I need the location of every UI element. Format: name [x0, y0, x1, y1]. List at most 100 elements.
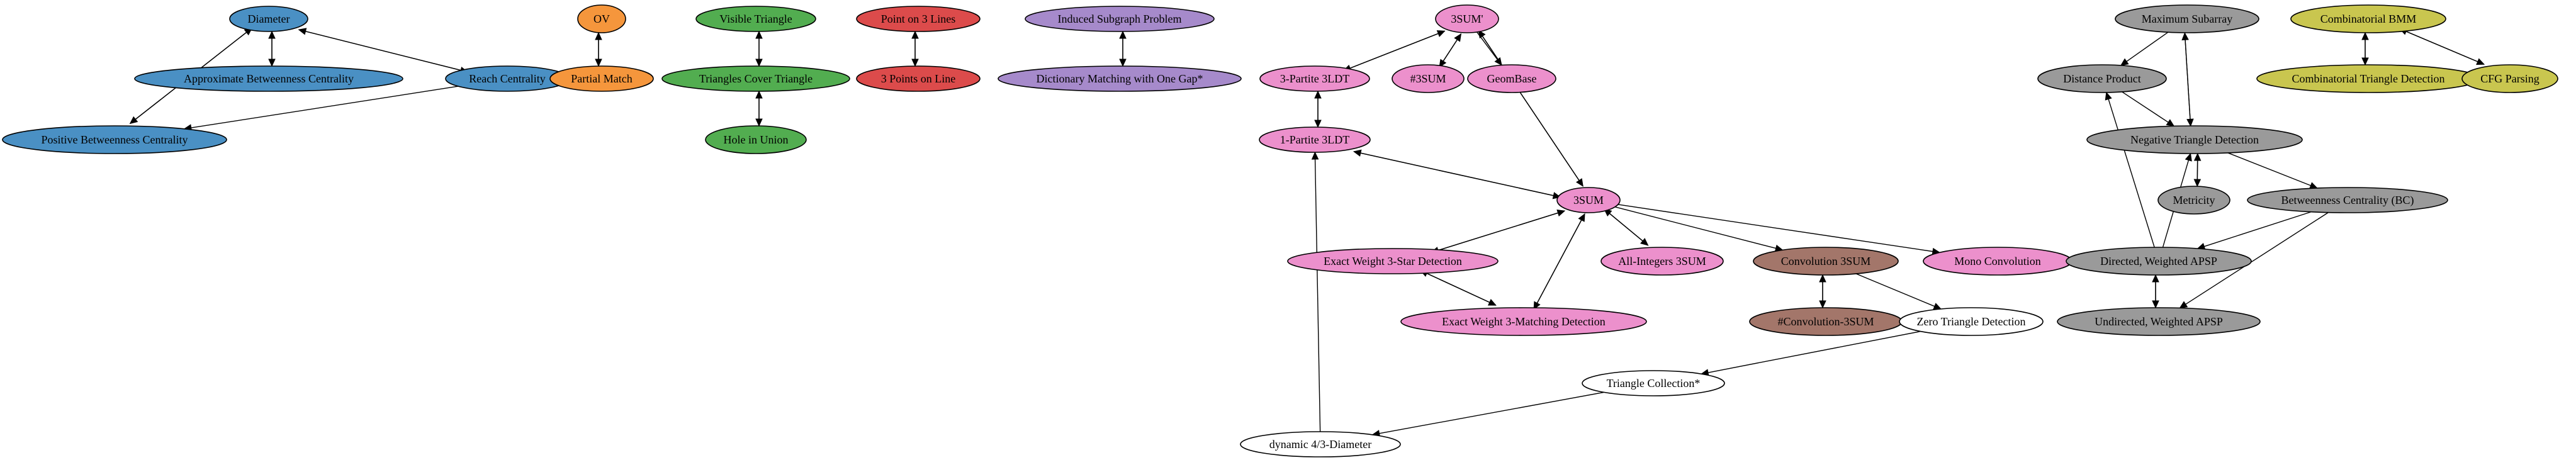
edge-exact_3matching-to-threesum	[1533, 220, 1582, 310]
arrowhead-one_partite_3ldt-to-three_partite_3ldt	[1314, 90, 1322, 99]
edges-layer	[129, 27, 2485, 437]
node-cfg_parsing: CFG Parsing	[2461, 64, 2558, 93]
node-ellipse	[1400, 307, 1647, 336]
arrowhead-exact_3matching-to-threesum	[1578, 213, 1585, 222]
arrowhead-dict_matching-to-induced_subgraph	[1119, 30, 1127, 39]
node-ellipse	[1582, 370, 1725, 396]
node-label: Negative Triangle Detection	[2130, 133, 2259, 146]
node-betweenness_bc: Betweenness Centrality (BC)	[2247, 187, 2448, 213]
edge-neg_triangle-to-betweenness_bc	[2227, 152, 2311, 186]
edge-threesum-to-convolution_3sum	[1614, 206, 1776, 249]
node-ellipse	[1259, 126, 1371, 153]
node-ellipse	[856, 65, 981, 92]
node-label: OV	[593, 13, 610, 25]
node-label: Mono Convolution	[1954, 255, 2041, 267]
node-induced_subgraph: Induced Subgraph Problem	[1025, 6, 1215, 32]
node-ellipse	[2, 125, 227, 154]
node-label: 1-Partite 3LDT	[1280, 133, 1349, 146]
node-diameter: Diameter	[229, 6, 308, 32]
edge-neg_triangle-to-max_subarray	[2185, 40, 2191, 126]
node-ellipse	[1025, 6, 1215, 32]
node-undirected_apsp: Undirected, Weighted APSP	[2057, 307, 2261, 336]
node-label: 3 Points on Line	[881, 72, 956, 85]
arrowhead-dynamic_diameter-to-one_partite_3ldt	[1311, 151, 1319, 160]
arrowhead-three_partite_3ldt-to-threesum_prime	[1436, 30, 1446, 37]
node-label: Diameter	[248, 13, 290, 25]
edge-max_subarray-to-distance_product	[2126, 31, 2169, 62]
node-exact_3star: Exact Weight 3-Star Detection	[1287, 248, 1499, 274]
node-ellipse	[1392, 64, 1465, 93]
arrowhead-reach_centrality-to-diameter	[298, 28, 307, 35]
node-zero_triangle: Zero Triangle Detection	[1899, 307, 2044, 336]
node-ellipse	[2461, 64, 2558, 93]
node-ellipse	[2037, 64, 2167, 93]
node-label: GeomBase	[1487, 72, 1537, 85]
node-ellipse	[577, 4, 626, 33]
node-ellipse	[229, 6, 308, 32]
node-ellipse	[2115, 4, 2259, 33]
node-label: Combinatorial Triangle Detection	[2292, 72, 2445, 85]
arrowhead-approx_bc-to-diameter	[268, 30, 276, 39]
node-label: Metricity	[2173, 194, 2215, 206]
node-ellipse	[2086, 125, 2303, 154]
node-label: Exact Weight 3-Star Detection	[1324, 255, 1462, 267]
arrowhead-metricity-to-neg_triangle	[2193, 152, 2202, 161]
node-threesum: 3SUM	[1556, 187, 1621, 213]
node-ellipse	[1556, 187, 1621, 213]
node-dict_matching: Dictionary Matching with One Gap*	[998, 65, 1242, 92]
node-label: 3-Partite 3LDT	[1280, 72, 1349, 85]
node-ellipse	[2066, 247, 2252, 276]
node-ellipse	[1467, 64, 1556, 93]
node-ellipse	[2290, 4, 2446, 33]
node-label: Dictionary Matching with One Gap*	[1037, 72, 1203, 85]
node-label: dynamic 4/3-Diameter	[1269, 438, 1371, 451]
node-label: Point on 3 Lines	[881, 13, 956, 25]
edge-sharp_3sum-to-threesum_prime	[1439, 39, 1458, 67]
edge-exact_3star-to-threesum	[1431, 212, 1558, 253]
node-ellipse	[695, 6, 816, 32]
node-ellipse	[856, 6, 981, 32]
arrowhead-hole_in_union-to-triangles_cover	[755, 90, 763, 99]
arrowhead-directed_apsp-to-distance_product	[2105, 91, 2112, 101]
arrowhead-comb_triangle-to-comb_bmm	[2361, 31, 2369, 40]
node-label: Distance Product	[2063, 72, 2140, 85]
node-convolution_3sum: Convolution 3SUM	[1753, 247, 1899, 276]
node-comb_triangle: Combinatorial Triangle Detection	[2256, 64, 2480, 93]
arrowhead-sharp_3sum-to-threesum_prime	[1454, 33, 1462, 42]
node-label: #3SUM	[1410, 72, 1446, 85]
node-directed_apsp: Directed, Weighted APSP	[2066, 247, 2252, 276]
edge-betweenness_bc-to-directed_apsp	[2203, 211, 2312, 247]
node-comb_bmm: Combinatorial BMM	[2290, 4, 2446, 33]
node-all_integers_3sum: All-Integers 3SUM	[1600, 247, 1724, 276]
node-partial_match: Partial Match	[549, 65, 654, 92]
node-ellipse	[705, 125, 807, 154]
arrowhead-triangles_cover-to-visible_triangle	[755, 30, 763, 39]
node-positive_bc: Positive Betweenness Centrality	[2, 125, 227, 154]
node-ellipse	[2057, 307, 2261, 336]
node-ellipse	[134, 65, 403, 92]
arrowhead-undirected_apsp-to-directed_apsp	[2152, 274, 2159, 283]
arrowhead-threesum_prime-to-geombase	[1494, 57, 1502, 66]
edge-reach_centrality-to-diameter	[305, 31, 468, 73]
arrowhead-convolution_3sum-to-zero_triangle	[1933, 303, 1942, 310]
edge-exact_3matching-to-exact_3star	[1426, 272, 1497, 306]
edge-threesum-to-mono_convolution	[1617, 204, 1933, 252]
node-ellipse	[549, 65, 654, 92]
node-label: Exact Weight 3-Matching Detection	[1442, 315, 1606, 328]
arrowhead-sharp_conv_3sum-to-convolution_3sum	[1819, 274, 1826, 283]
node-label: Hole in Union	[724, 133, 789, 146]
edge-betweenness_bc-to-undirected_apsp	[2185, 212, 2329, 305]
node-three_points_on_line: 3 Points on Line	[856, 65, 981, 92]
node-label: Betweenness Centrality (BC)	[2281, 194, 2414, 207]
arrowhead-exact_3star-to-threesum	[1556, 209, 1566, 217]
node-neg_triangle: Negative Triangle Detection	[2086, 125, 2303, 154]
edge-dynamic_diameter-to-one_partite_3ldt	[1314, 159, 1321, 432]
node-label: Approximate Betweenness Centrality	[184, 72, 354, 85]
edge-reach_centrality-to-positive_bc	[191, 86, 459, 128]
node-label: Triangles Cover Triangle	[699, 72, 813, 85]
node-ellipse	[2247, 187, 2448, 213]
node-distance_product: Distance Product	[2037, 64, 2167, 93]
node-label: Visible Triangle	[719, 13, 792, 25]
node-sharp_3sum: #3SUM	[1392, 64, 1465, 93]
node-label: All-Integers 3SUM	[1618, 255, 1706, 267]
